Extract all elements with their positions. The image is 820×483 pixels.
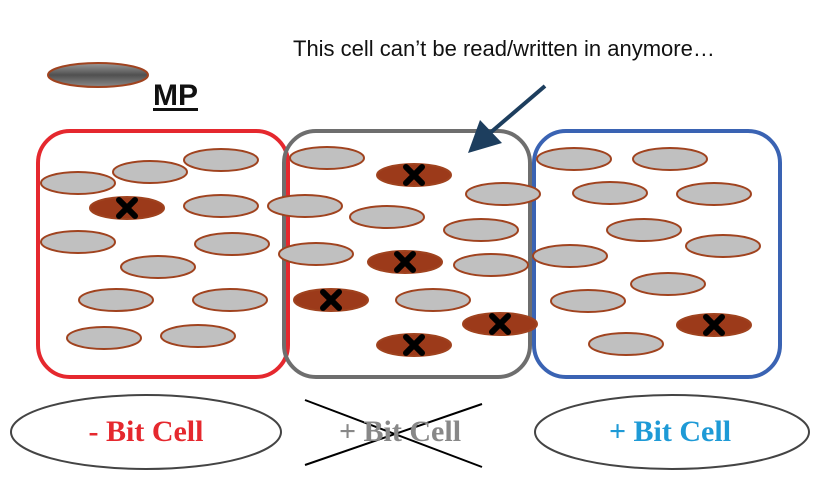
annotation-arrow-shaft bbox=[488, 84, 547, 135]
magnetic-particle bbox=[66, 326, 142, 350]
annotation-text: This cell can’t be read/written in anymo… bbox=[293, 36, 715, 61]
magnetic-particle bbox=[550, 289, 626, 313]
mp-label: MP bbox=[153, 79, 198, 112]
plus-bit-cell-oval bbox=[534, 394, 810, 470]
magnetic-particle bbox=[289, 146, 365, 170]
magnetic-particle bbox=[160, 324, 236, 348]
crossout-line-2 bbox=[304, 403, 483, 466]
x-mark-icon bbox=[703, 314, 725, 336]
magnetic-particle bbox=[78, 288, 154, 312]
magnetic-particle bbox=[532, 244, 608, 268]
magnetic-particle bbox=[112, 160, 188, 184]
x-mark-icon bbox=[116, 197, 138, 219]
damage-marks bbox=[116, 164, 725, 356]
magnetic-particle bbox=[536, 147, 612, 171]
annotation-arrow-head bbox=[468, 120, 502, 153]
magnetic-particle bbox=[40, 230, 116, 254]
magnetic-particles bbox=[40, 146, 761, 357]
magnetic-particle bbox=[120, 255, 196, 279]
magnetic-particle bbox=[267, 194, 343, 218]
magnetic-particle bbox=[685, 234, 761, 258]
magnetic-particle bbox=[630, 272, 706, 296]
magnetic-particle bbox=[443, 218, 519, 242]
magnetic-particle bbox=[453, 253, 529, 277]
x-mark-icon bbox=[403, 164, 425, 186]
magnetic-particle bbox=[572, 181, 648, 205]
magnetic-particle bbox=[194, 232, 270, 256]
x-mark-icon bbox=[403, 334, 425, 356]
mp-legend-particle bbox=[47, 62, 149, 88]
magnetic-particle bbox=[183, 148, 259, 172]
magnetic-particle bbox=[349, 205, 425, 229]
plus-bit-cell-label: + Bit Cell bbox=[608, 415, 732, 448]
minus-bit-cell-label: - Bit Cell bbox=[88, 415, 204, 448]
magnetic-particle bbox=[183, 194, 259, 218]
magnetic-particle bbox=[40, 171, 116, 195]
magnetic-particle bbox=[192, 288, 268, 312]
magnetic-particle bbox=[588, 332, 664, 356]
minus-bit-cell-oval bbox=[10, 394, 282, 470]
magnetic-particle bbox=[395, 288, 471, 312]
magnetic-particle bbox=[278, 242, 354, 266]
magnetic-particle bbox=[606, 218, 682, 242]
x-mark-icon bbox=[394, 251, 416, 273]
magnetic-particle bbox=[465, 182, 541, 206]
damaged-bit-cell-label: + Bit Cell bbox=[338, 415, 462, 448]
x-mark-icon bbox=[489, 313, 511, 335]
magnetic-particle bbox=[632, 147, 708, 171]
x-mark-icon bbox=[320, 289, 342, 311]
magnetic-particle bbox=[676, 182, 752, 206]
